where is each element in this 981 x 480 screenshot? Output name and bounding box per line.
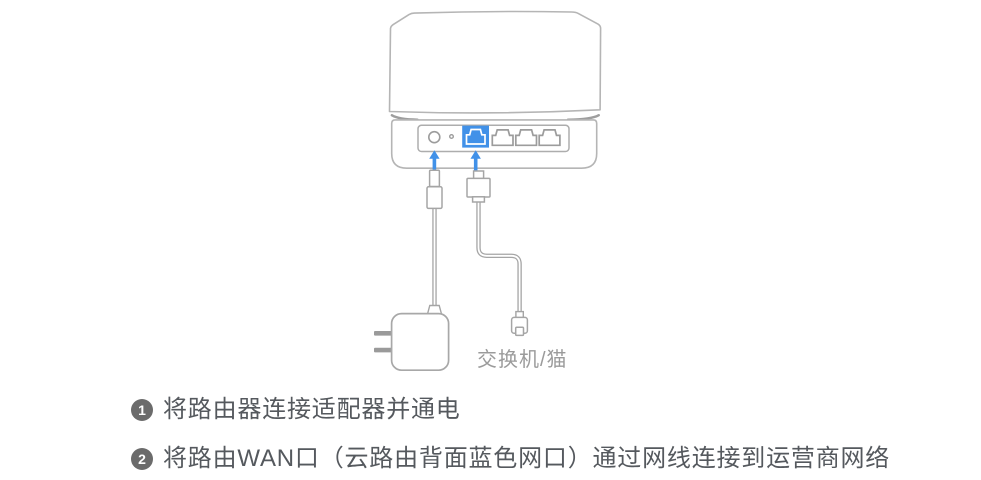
ethernet-cable <box>476 202 522 313</box>
ethernet-cable-core <box>477 202 521 313</box>
rj45-plug-neck <box>471 196 486 203</box>
step-1-number-badge: 1 <box>131 399 153 421</box>
right-corner-shadow <box>566 114 600 121</box>
lan-port-icon <box>538 129 561 147</box>
step-2-text: 将路由WAN口（云路由背面蓝色网口）通过网线连接到运营商网络 <box>163 445 891 472</box>
rj45-connector-tab <box>514 326 525 337</box>
wan-arrow-icon <box>470 150 481 172</box>
rj45-plug-body <box>466 177 491 198</box>
wan-port <box>462 125 489 148</box>
step-2-number-badge: 2 <box>131 448 153 470</box>
lan-port-icon <box>514 129 538 147</box>
power-jack <box>427 130 441 144</box>
rj45-plug-tab <box>472 170 485 180</box>
dc-plug-body <box>426 186 443 210</box>
step-1-text: 将路由器连接适配器并通电 <box>163 396 461 423</box>
step-2: 2 将路由WAN口（云路由背面蓝色网口）通过网线连接到运营商网络 <box>131 447 890 471</box>
reset-hole <box>449 133 455 139</box>
switch-modem-label: 交换机/猫 <box>477 349 568 371</box>
cable-boot <box>426 304 443 315</box>
left-corner-shadow <box>390 114 419 121</box>
router-top-shell <box>388 10 602 114</box>
adapter-prong <box>374 347 393 353</box>
step-1: 1 将路由器连接适配器并通电 <box>131 398 461 422</box>
power-arrow-icon <box>429 150 440 172</box>
adapter-prong <box>374 331 393 336</box>
dc-plug-tip <box>428 169 441 188</box>
wan-port-socket-icon <box>465 128 486 145</box>
power-adapter <box>390 312 450 372</box>
lan-port-icon <box>491 129 514 147</box>
